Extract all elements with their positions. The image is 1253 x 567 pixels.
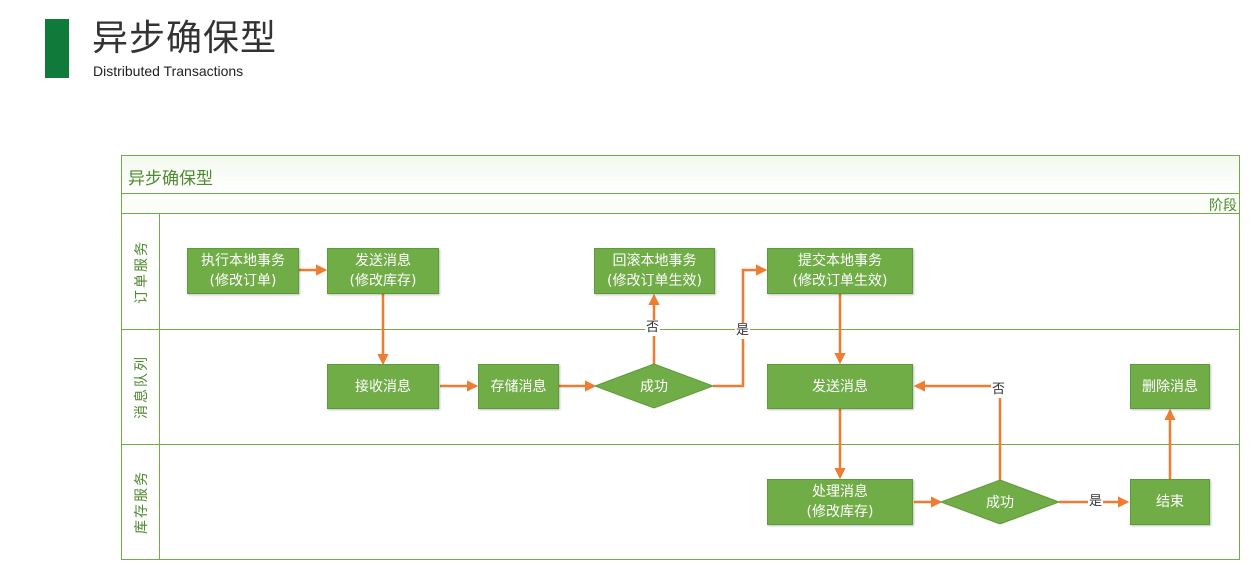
node-text: (修改库存): [349, 273, 417, 289]
node-text: (修改库存): [806, 504, 874, 520]
node-send-message-2: 发送消息: [767, 364, 913, 409]
node-text: 存储消息: [490, 378, 547, 395]
node-text: 删除消息: [1142, 378, 1198, 395]
swimlane-diagram: 异步确保型 阶段 订单服务 消息队列 库存服务: [121, 155, 1240, 560]
decision-diamond: [593, 363, 715, 409]
node-text: 执行本地事务: [201, 253, 285, 269]
lane-divider: [122, 444, 1239, 445]
lane-order-service: 订单服务: [122, 214, 160, 329]
node-text: 成功: [640, 379, 668, 395]
page-subtitle: Distributed Transactions: [93, 63, 244, 79]
lane-message-queue: 消息队列: [122, 329, 160, 444]
node-rollback-local-transaction: 回滚本地事务 (修改订单生效): [594, 248, 715, 294]
node-text: (修改订单): [209, 273, 277, 289]
phase-label: 阶段: [1209, 198, 1237, 214]
node-text: 成功: [986, 495, 1014, 511]
node-end: 结束: [1130, 479, 1210, 525]
decision-diamond: [939, 479, 1061, 525]
node-delete-message: 删除消息: [1130, 364, 1210, 409]
node-text: 结束: [1156, 494, 1184, 510]
pool-header: 异步确保型: [122, 156, 1239, 194]
edge-label-yes: 是: [735, 323, 751, 339]
decision-success-2: 成功: [941, 480, 1059, 524]
node-text: 回滚本地事务: [612, 253, 697, 269]
node-text: (修改订单生效): [607, 273, 702, 289]
lane-inventory-service: 库存服务: [122, 444, 160, 560]
page-title: 异步确保型: [92, 18, 278, 59]
decision-success: 成功: [595, 364, 713, 408]
node-text: (修改订单生效): [792, 273, 888, 289]
node-process-message: 处理消息 (修改库存): [767, 479, 913, 525]
edge-success2-to-send2: [913, 380, 1002, 480]
node-text: 提交本地事务: [798, 253, 882, 269]
node-text: 发送消息: [355, 253, 411, 269]
node-commit-local-transaction: 提交本地事务 (修改订单生效): [767, 248, 913, 294]
phase-row: 阶段: [122, 194, 1239, 214]
title-accent-bar: [45, 19, 69, 78]
edge-label-no: 否: [645, 320, 661, 336]
pool-title: 异步确保型: [128, 169, 213, 189]
edge-label-no: 否: [991, 382, 1007, 398]
edge-label-yes: 是: [1088, 494, 1104, 510]
node-text: 接收消息: [355, 378, 411, 395]
node-text: 处理消息: [812, 484, 868, 500]
node-text: 发送消息: [812, 378, 868, 395]
node-receive-message: 接收消息: [327, 364, 439, 409]
node-exec-local-transaction: 执行本地事务 (修改订单): [187, 248, 299, 294]
lane-divider: [122, 329, 1239, 330]
node-send-message: 发送消息 (修改库存): [327, 248, 439, 294]
node-store-message: 存储消息: [478, 364, 559, 409]
